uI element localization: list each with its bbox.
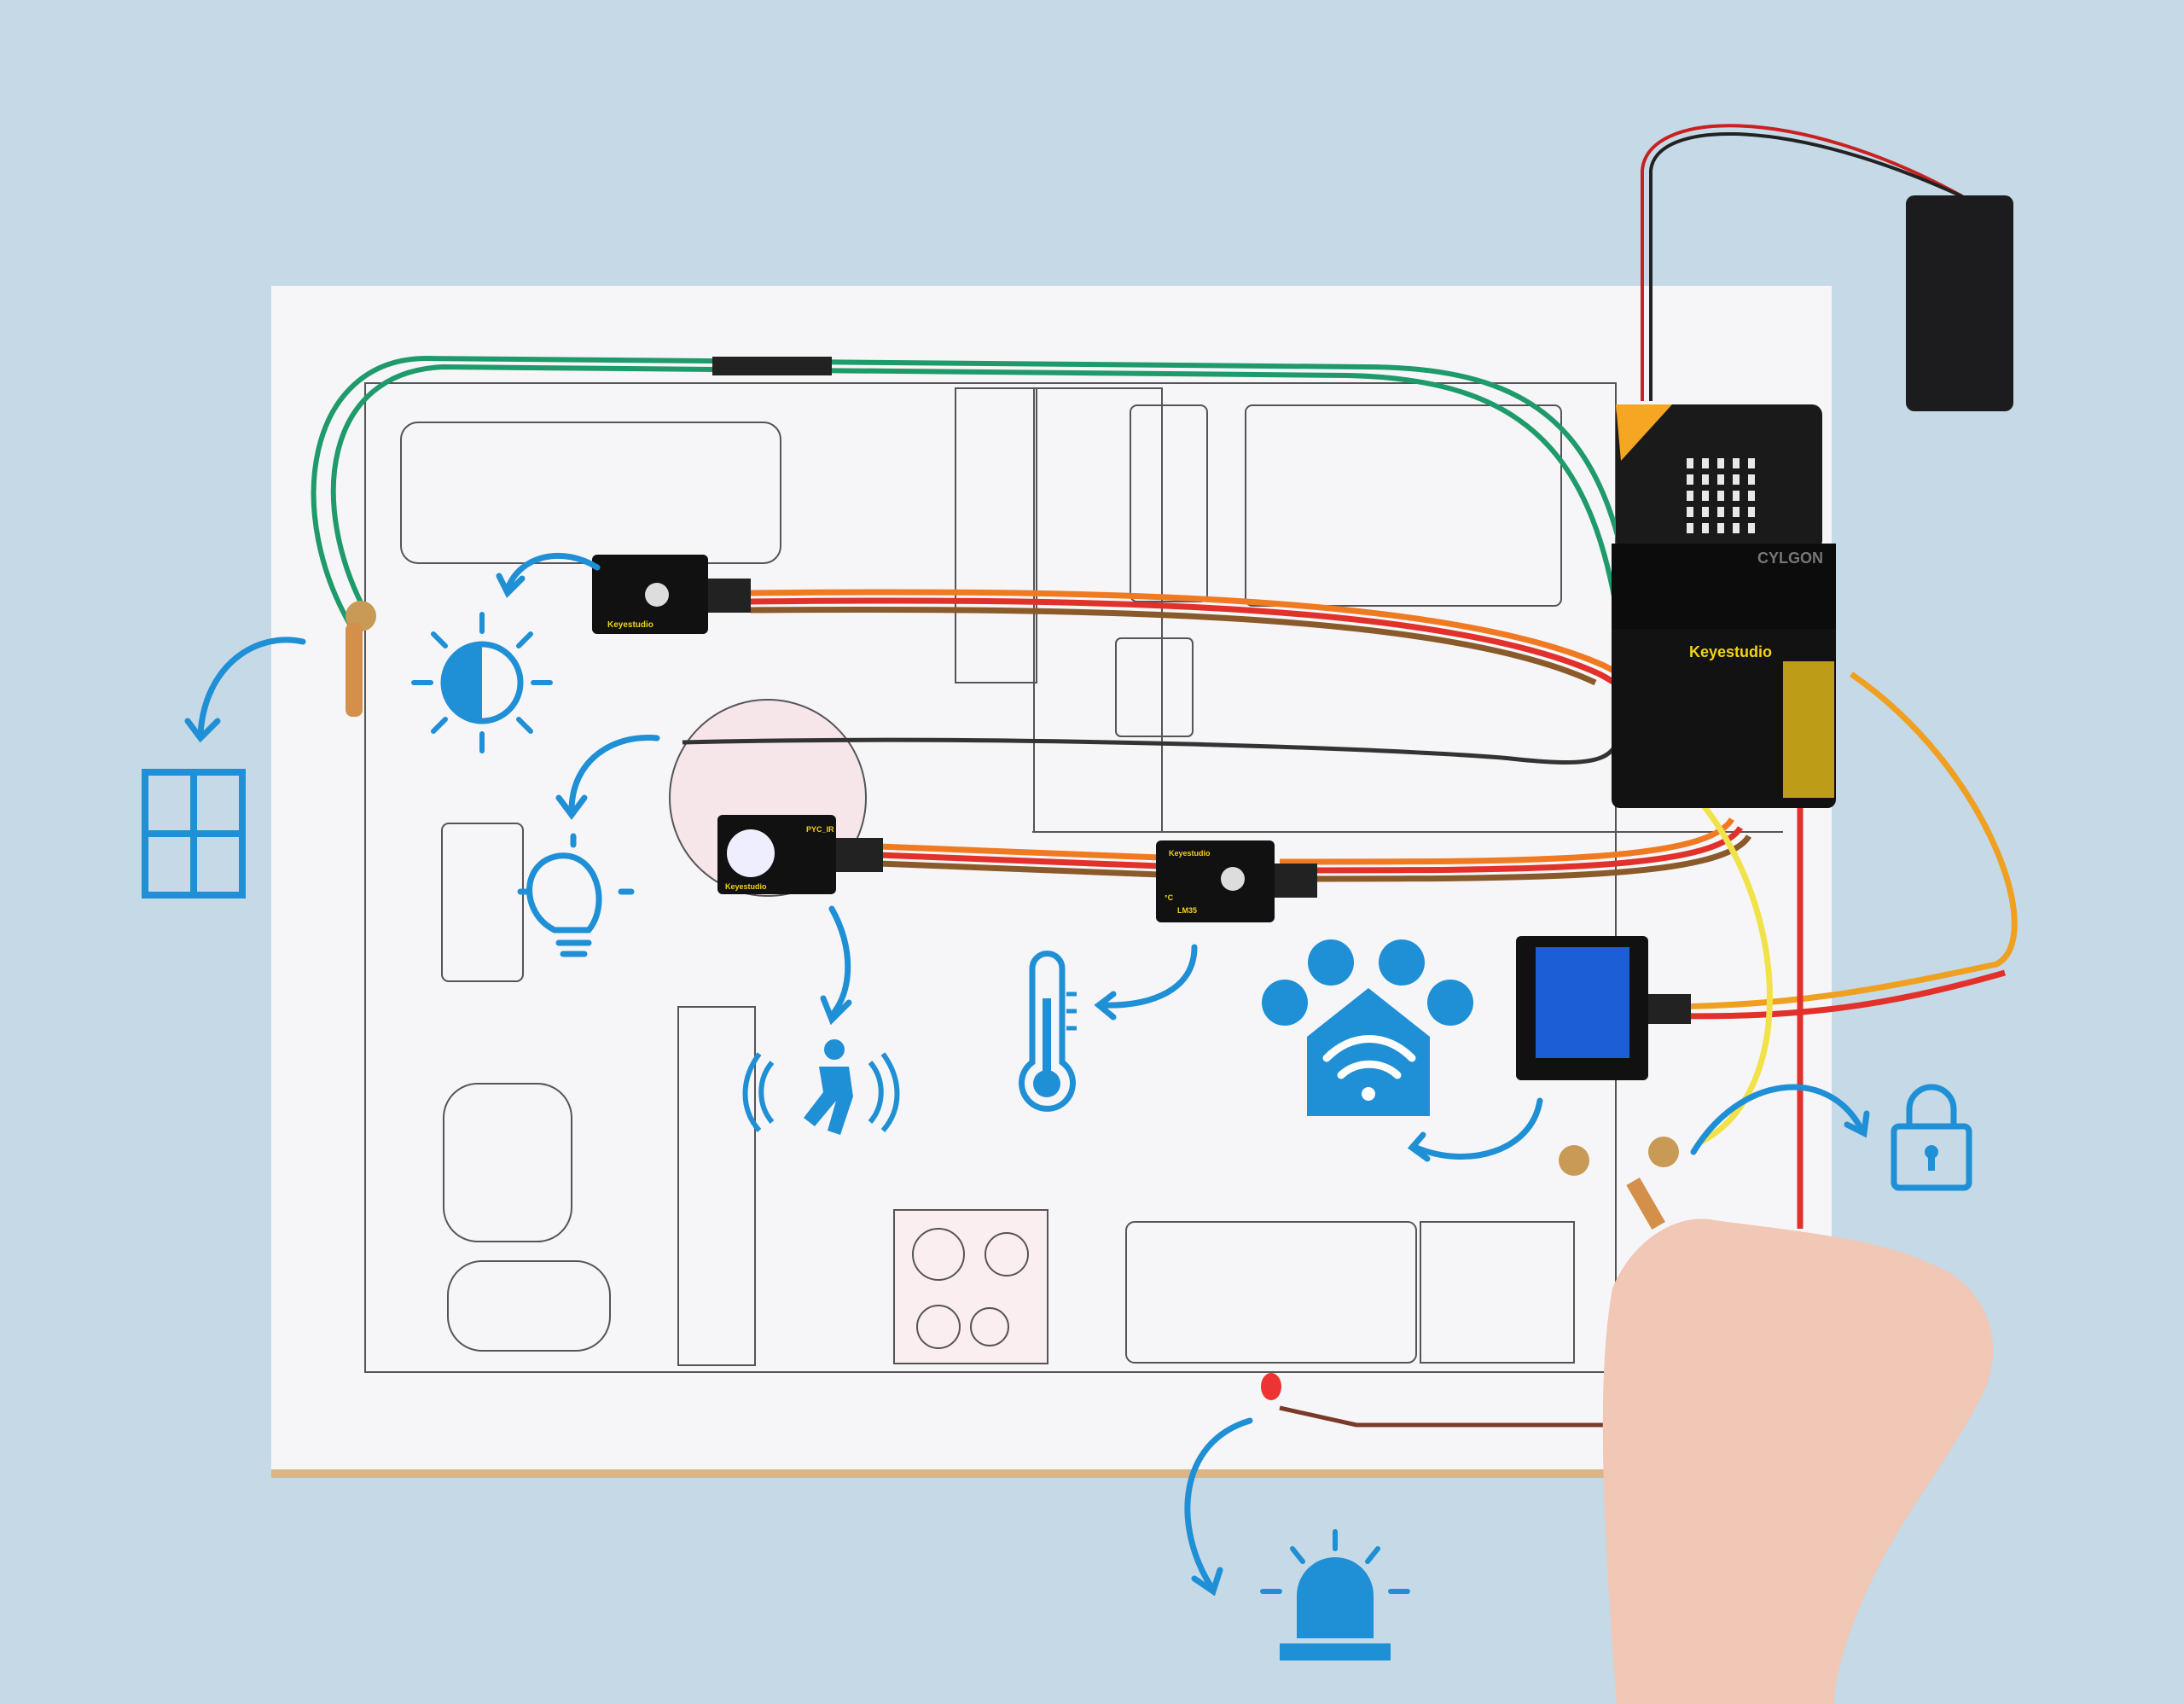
microbit [1616, 404, 1822, 550]
bulb-icon [517, 833, 635, 957]
smart-home-icon [1262, 939, 1473, 1116]
pir-sensor-module: PYC_IR Keyestudio [717, 815, 883, 894]
temp-unit-label: °C [1165, 893, 1174, 902]
oled-display-module [1516, 936, 1691, 1080]
pir-brand-label: Keyestudio [725, 882, 767, 891]
lock-icon [1891, 1084, 1972, 1191]
thermometer-icon [1019, 951, 1077, 1112]
light-sensor-icon [411, 612, 553, 753]
hand [1602, 1218, 1994, 1704]
expansion-shield: CYLGON Keyestudio [1612, 544, 1836, 808]
light-sensor-module: Keyestudio [592, 555, 751, 634]
floorplan-board [271, 286, 1832, 1477]
temp-brand-label: Keyestudio [1169, 849, 1211, 858]
window-icon [142, 769, 246, 899]
pir-model-label: PYC_IR [806, 825, 834, 834]
temp-model-label: LM35 [1177, 906, 1197, 915]
shield-brand-label: Keyestudio [1689, 643, 1772, 660]
light-sensor-brand: Keyestudio [607, 620, 653, 630]
motion-icon [742, 1039, 900, 1135]
temperature-sensor-module: Keyestudio °C LM35 [1156, 840, 1317, 922]
battery-box [1906, 195, 2013, 411]
cylgon-label: CYLGON [1757, 550, 1823, 567]
siren-icon [1260, 1529, 1410, 1660]
